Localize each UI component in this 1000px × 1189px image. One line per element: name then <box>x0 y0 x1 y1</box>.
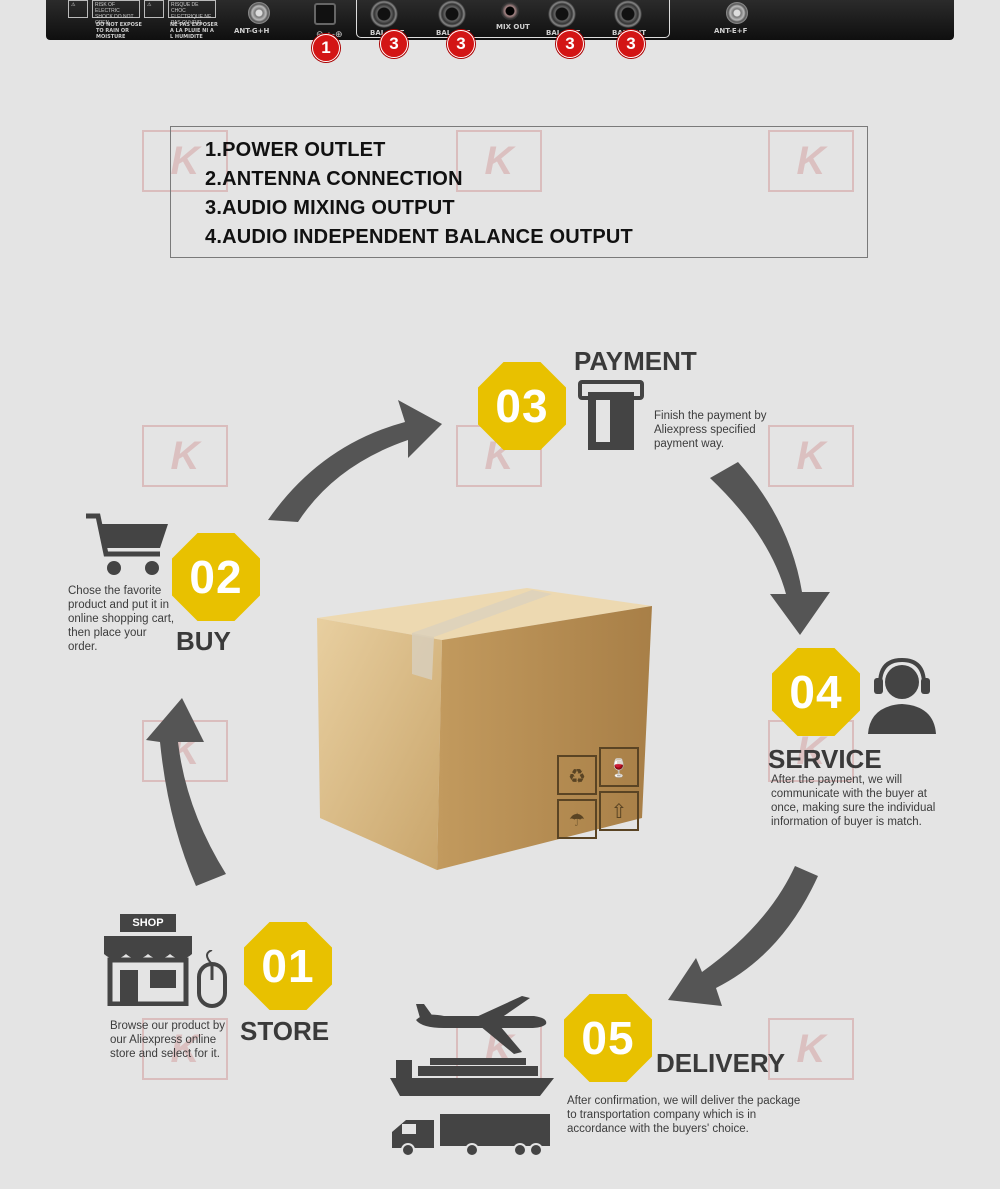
watermark-logo: K <box>142 425 228 487</box>
antenna-icon <box>726 2 748 24</box>
shopping-cart-icon <box>86 513 168 575</box>
legend-line-2: 2.ANTENNA CONNECTION <box>205 168 463 190</box>
warning-text-left: RISK OF ELECTRIC SHOCK DO NOT OPEN <box>95 2 134 26</box>
badge-bal-out-2: 3 <box>447 30 475 58</box>
watermark-logo: K <box>456 130 542 192</box>
step-store-title: STORE <box>240 1016 330 1046</box>
warning-sub-right: NE PAS EXPOSER A LA PLUIE NI A L HUMIDIT… <box>170 22 218 40</box>
cargo-ship-icon <box>390 1058 554 1096</box>
this-way-up-icon: ⇧ <box>611 801 628 823</box>
legend-line-1: 1.POWER OUTLET <box>205 139 386 161</box>
step-payment-title: PAYMENT <box>574 346 697 376</box>
mix-out-label: MIX OUT <box>496 23 530 31</box>
truck-icon <box>392 1114 550 1157</box>
box-icon: ♻ 🍷 ☂ ⇧ <box>317 588 652 870</box>
xlr-jack-icon <box>614 0 642 28</box>
arrow-store-to-buy <box>146 698 226 886</box>
step-04-hexagon: 04 <box>772 648 860 736</box>
step-buy-desc: Chose the favorite product and put it in… <box>68 585 175 653</box>
mix-out-jack-icon <box>501 2 519 20</box>
step-service-title: SERVICE <box>768 744 882 774</box>
recycle-icon: ♻ <box>568 766 586 788</box>
headset-agent-icon <box>868 658 936 734</box>
warning-label-right: RISQUE DE CHOC ELECTRIQUE NE PAS OUVRIR <box>168 0 216 26</box>
step-delivery-desc: After confirmation, we will deliver the … <box>567 1095 801 1135</box>
badge-power: 1 <box>312 34 340 62</box>
arrow-service-to-delivery <box>668 866 818 1006</box>
xlr-jack-icon <box>548 0 576 28</box>
xlr-jack-icon <box>370 0 398 28</box>
watermark-logo: K <box>768 130 854 192</box>
arrow-payment-to-service <box>710 462 830 635</box>
power-jack-icon <box>314 3 336 25</box>
watermark-logo: K <box>142 1018 228 1080</box>
watermark-logo: K <box>142 130 228 192</box>
badge-bal-out-1: 3 <box>380 30 408 58</box>
warning-text-right: RISQUE DE CHOC ELECTRIQUE NE PAS OUVRIR <box>171 2 212 26</box>
shop-icon <box>104 914 192 1006</box>
step-01-hexagon: 01 <box>244 922 332 1010</box>
shop-sign: SHOP <box>132 917 164 929</box>
step-05-hexagon: 05 <box>564 994 652 1082</box>
connector-legend: 1.POWER OUTLET 2.ANTENNA CONNECTION 3.AU… <box>170 126 868 258</box>
badge-bal-out-3: 3 <box>556 30 584 58</box>
warning-sub-left: DO NOT EXPOSE TO RAIN OR MOISTURE <box>96 22 142 40</box>
mouse-icon <box>197 950 227 1008</box>
fragile-glass-icon: 🍷 <box>608 757 630 778</box>
output-panel-frame <box>356 0 670 38</box>
card-reader-icon <box>578 380 644 450</box>
airplane-icon <box>416 996 547 1054</box>
step-02-hexagon: 02 <box>172 533 260 621</box>
step-service-desc: After the payment, we will communicate w… <box>771 774 936 828</box>
umbrella-icon: ☂ <box>569 810 585 830</box>
watermark-logo: K <box>768 425 854 487</box>
step-payment-desc: Finish the payment by Aliexpress specifi… <box>654 410 767 450</box>
warning-label-left: RISK OF ELECTRIC SHOCK DO NOT OPEN <box>92 0 140 26</box>
step-buy-title: BUY <box>176 626 231 656</box>
legend-line-3: 3.AUDIO MIXING OUTPUT <box>205 197 455 219</box>
arrow-buy-to-payment <box>268 400 442 522</box>
xlr-jack-icon <box>438 0 466 28</box>
step-store-desc: Browse our product by our Aliexpress onl… <box>110 1020 226 1060</box>
legend-line-4: 4.AUDIO INDEPENDENT BALANCE OUTPUT <box>205 226 633 248</box>
step-03-hexagon: 03 <box>478 362 566 450</box>
step-delivery-title: DELIVERY <box>656 1048 786 1078</box>
ant-left-label: ANT-G+H <box>234 27 270 35</box>
ant-right-label: ANT-E+F <box>714 27 748 35</box>
warning-triangle-icon: ⚠ <box>144 0 164 18</box>
warning-triangle-icon: ⚠ <box>68 0 88 18</box>
badge-bal-out-4: 3 <box>617 30 645 58</box>
watermark-logo: K <box>768 1018 854 1080</box>
device-back-panel: ⚠ RISK OF ELECTRIC SHOCK DO NOT OPEN DO … <box>46 0 954 40</box>
antenna-icon <box>248 2 270 24</box>
